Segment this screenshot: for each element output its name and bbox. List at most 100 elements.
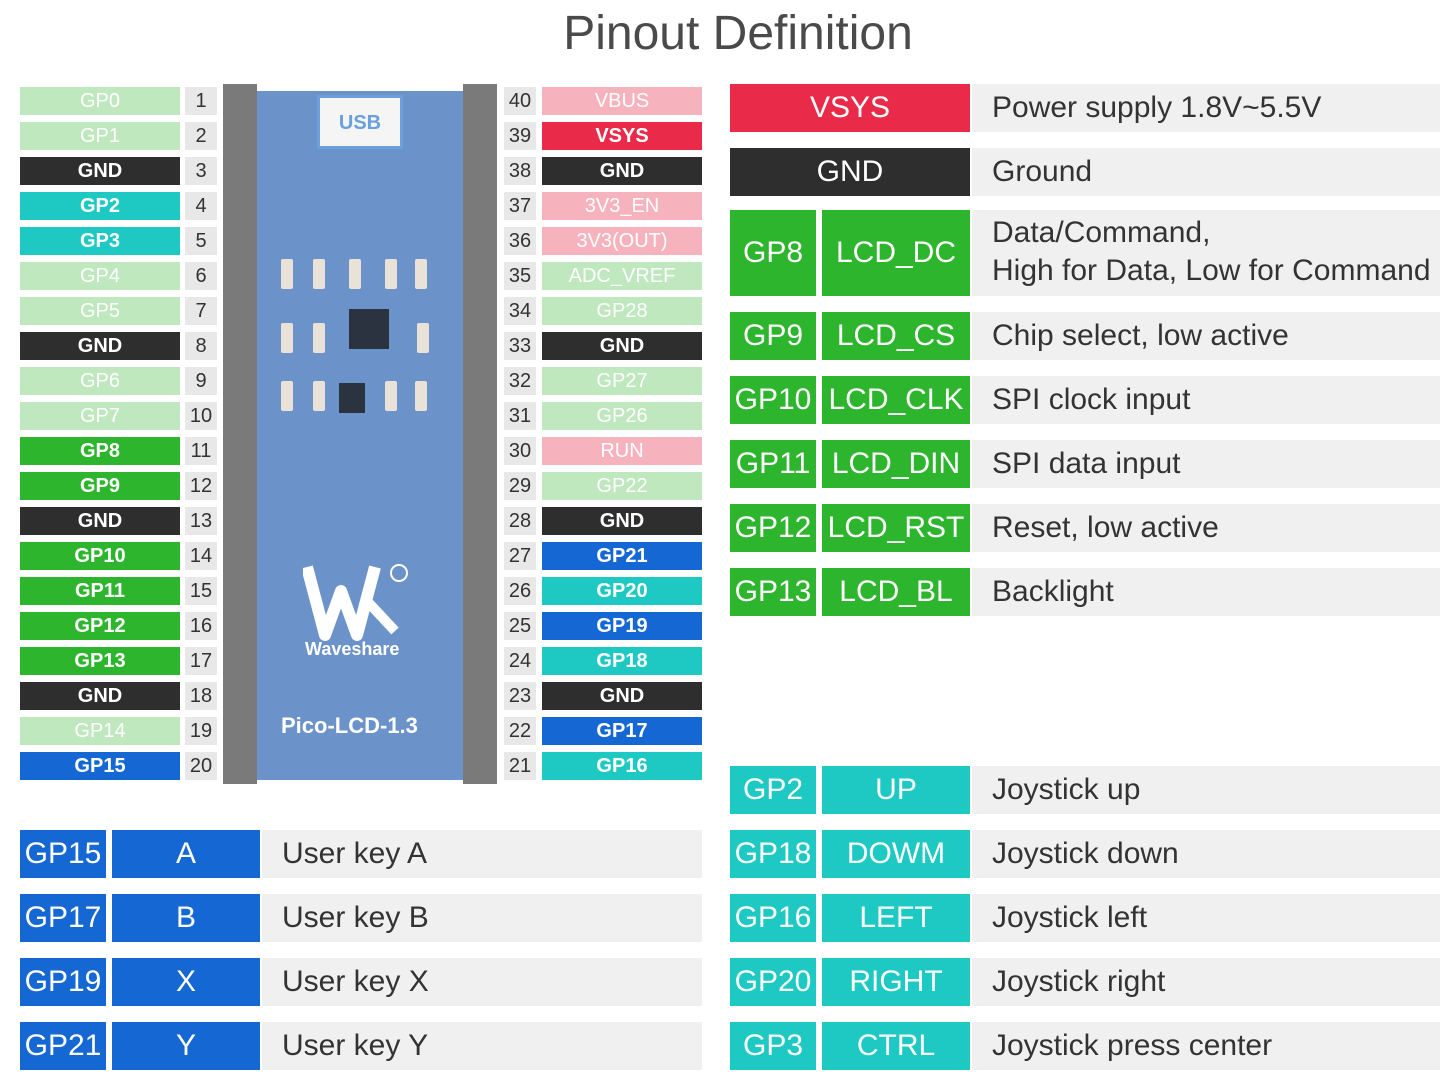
pin-label: GND <box>542 157 702 185</box>
gpio-cell: GP10 <box>730 376 816 424</box>
description-cell: User key X <box>262 958 702 1006</box>
pin-number: 20 <box>185 752 217 780</box>
pin-label: GND <box>542 332 702 360</box>
waveshare-logo <box>303 564 408 641</box>
description-cell: Joystick left <box>972 894 1440 942</box>
usb-label: USB <box>338 112 382 134</box>
pin-label: GND <box>20 157 180 185</box>
pin-number: 6 <box>185 262 217 290</box>
description-cell: SPI clock input <box>972 376 1440 424</box>
pin-number: 34 <box>504 297 536 325</box>
pin-number: 18 <box>185 682 217 710</box>
description-cell: Reset, low active <box>972 504 1440 552</box>
pin-number: 4 <box>185 192 217 220</box>
solder-pad <box>281 381 293 411</box>
description-cell: User key Y <box>262 1022 702 1070</box>
pin-number: 5 <box>185 227 217 255</box>
function-cell: LCD_CS <box>822 312 970 360</box>
pin-cell: VSYS <box>730 84 970 132</box>
function-cell: LCD_DIN <box>822 440 970 488</box>
pin-cell: GND <box>730 148 970 196</box>
gpio-cell: GP11 <box>730 440 816 488</box>
pin-number: 40 <box>504 87 536 115</box>
pin-label: GP0 <box>20 87 180 115</box>
pin-label: GND <box>20 507 180 535</box>
function-cell: B <box>112 894 260 942</box>
description-line: High for Data, Low for Command <box>992 254 1431 287</box>
pin-label: RUN <box>542 437 702 465</box>
function-cell: LCD_DC <box>822 210 970 296</box>
pin-label: GP7 <box>20 402 180 430</box>
pin-number: 7 <box>185 297 217 325</box>
pin-label: GP28 <box>542 297 702 325</box>
function-cell: CTRL <box>822 1022 970 1070</box>
description-line: SPI data input <box>992 447 1181 480</box>
gpio-cell: GP15 <box>20 830 106 878</box>
pin-label: GP10 <box>20 542 180 570</box>
function-cell: A <box>112 830 260 878</box>
pin-number: 30 <box>504 437 536 465</box>
pin-number: 3 <box>185 157 217 185</box>
pin-label: VSYS <box>542 122 702 150</box>
pin-label: GND <box>542 507 702 535</box>
pin-label: GP12 <box>20 612 180 640</box>
pin-number: 19 <box>185 717 217 745</box>
pin-label: VBUS <box>542 87 702 115</box>
function-cell: LCD_CLK <box>822 376 970 424</box>
pin-label: GND <box>20 682 180 710</box>
description-cell: Joystick up <box>972 766 1440 814</box>
pin-number: 35 <box>504 262 536 290</box>
function-cell: LCD_BL <box>822 568 970 616</box>
left-pin-header <box>223 84 257 784</box>
solder-pad <box>417 323 429 353</box>
usb-connector: USB <box>317 95 403 149</box>
pin-label: GP17 <box>542 717 702 745</box>
ic-chip <box>349 309 389 349</box>
pin-number: 31 <box>504 402 536 430</box>
pin-label: GP9 <box>20 472 180 500</box>
pin-number: 39 <box>504 122 536 150</box>
solder-pad <box>313 259 325 289</box>
pin-label: GP4 <box>20 262 180 290</box>
function-cell: LCD_RST <box>822 504 970 552</box>
gpio-cell: GP19 <box>20 958 106 1006</box>
function-cell: Y <box>112 1022 260 1070</box>
solder-pad <box>385 259 397 289</box>
solder-pad <box>313 323 325 353</box>
pin-number: 33 <box>504 332 536 360</box>
pin-number: 38 <box>504 157 536 185</box>
pin-label: GP6 <box>20 367 180 395</box>
solder-pad <box>281 259 293 289</box>
pin-number: 23 <box>504 682 536 710</box>
gpio-cell: GP9 <box>730 312 816 360</box>
model-name: Pico-LCD-1.3 <box>281 713 418 738</box>
description-line: SPI clock input <box>992 383 1191 416</box>
pin-number: 26 <box>504 577 536 605</box>
description-cell: Joystick press center <box>972 1022 1440 1070</box>
solder-pad <box>349 259 361 289</box>
pin-label: GP5 <box>20 297 180 325</box>
pin-number: 28 <box>504 507 536 535</box>
pin-number: 17 <box>185 647 217 675</box>
pin-label: GP11 <box>20 577 180 605</box>
pin-number: 13 <box>185 507 217 535</box>
solder-pad <box>415 381 427 411</box>
description-cell: User key B <box>262 894 702 942</box>
pin-label: GP27 <box>542 367 702 395</box>
pin-label: GP21 <box>542 542 702 570</box>
description-line: Reset, low active <box>992 511 1219 544</box>
solder-pad <box>313 381 325 411</box>
pin-label: GP20 <box>542 577 702 605</box>
pin-number: 2 <box>185 122 217 150</box>
pin-number: 16 <box>185 612 217 640</box>
description-cell: Joystick down <box>972 830 1440 878</box>
pin-label: GP2 <box>20 192 180 220</box>
function-cell: UP <box>822 766 970 814</box>
pin-label: GP22 <box>542 472 702 500</box>
gpio-cell: GP20 <box>730 958 816 1006</box>
pin-number: 25 <box>504 612 536 640</box>
description-cell: Data/Command,High for Data, Low for Comm… <box>972 210 1440 296</box>
pin-label: GP16 <box>542 752 702 780</box>
pin-number: 10 <box>185 402 217 430</box>
pin-label: GP14 <box>20 717 180 745</box>
